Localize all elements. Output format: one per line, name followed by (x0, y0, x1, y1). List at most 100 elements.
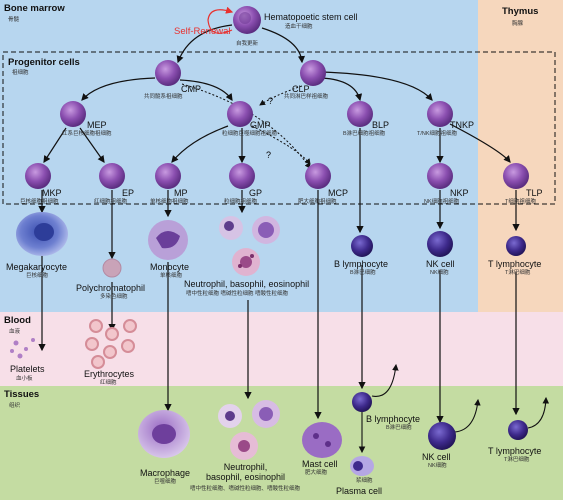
cmp-zh: 共同髓系祖细胞 (144, 94, 183, 100)
question-mark-2: ? (266, 150, 271, 160)
t-lymphocyte-thymus-label: T lymphocyte (488, 259, 542, 269)
mp-zh: 单核细胞祖细胞 (150, 199, 189, 205)
monocyte-label: Monocyte (150, 262, 190, 272)
megakaryocyte-label: Megakaryocyte (6, 262, 68, 272)
hsc-zh: 造血干细胞 (285, 24, 313, 30)
polychromatophil-cell (102, 258, 122, 278)
platelet-marks (10, 338, 35, 359)
nk-cell-bm-label: NK cell (426, 259, 455, 269)
mcp-zh: 肥大细胞祖细胞 (298, 199, 337, 205)
mcp-cell (305, 163, 331, 189)
tnkp-label: TNKP (450, 120, 475, 130)
megakaryocyte-zh: 巨核细胞 (26, 273, 49, 279)
blp-cell (347, 101, 373, 127)
granulocytes-bm-label: Neutrophil, basophil, eosinophil (184, 279, 310, 289)
cmp-cell (155, 60, 181, 86)
mkp-zh: 巨核细胞祖细胞 (20, 199, 59, 205)
gmp-label: GMP (250, 120, 271, 130)
bone-marrow-title-zh: 骨髓 (8, 17, 20, 23)
monocyte-zh: 单核细胞 (160, 273, 183, 279)
b-lymphocyte-tissue-zh: B淋巴细胞 (386, 425, 412, 431)
erythrocytes-label: Erythrocytes (84, 369, 135, 379)
hsc-cell (233, 6, 261, 34)
polychromatophil-label: Polychromatophil (76, 283, 146, 293)
hsc-label: Hematopoetic stem cell (264, 12, 358, 22)
nkp-zh: NK细胞祖细胞 (424, 199, 460, 205)
t-lymphocyte-tissue-cell (508, 420, 528, 440)
thymus-title-zh: 胸腺 (512, 21, 524, 27)
progenitor-title: Progenitor cells (8, 57, 80, 68)
t-lymphocyte-tissue-label: T lymphocyte (488, 446, 542, 456)
tnkp-zh: T/NK细胞祖细胞 (417, 131, 458, 137)
mep-zh: 红系巨核细胞祖细胞 (62, 131, 112, 137)
mast-cell-label: Mast cell (302, 459, 338, 469)
granulocyte-cells-tissue (218, 400, 280, 460)
erythrocytes-zh: 红细胞 (100, 380, 117, 386)
granulocytes-bm-zh: 嗜中性粒细胞 嗜碱性粒细胞 嗜酸性粒细胞 (186, 291, 289, 297)
cmp-label: CMP (181, 84, 201, 94)
b-lymphocyte-bm-label: B lymphocyte (334, 259, 389, 269)
mep-label: MEP (87, 120, 107, 130)
b-lymphocyte-bm-zh: B淋巴细胞 (350, 270, 376, 276)
mast-cell-cell (302, 422, 342, 458)
clp-label: CLP (292, 84, 310, 94)
mkp-cell (25, 163, 51, 189)
ep-cell (99, 163, 125, 189)
t-lymphocyte-thymus-zh: T淋巴细胞 (505, 270, 531, 276)
b-lymphocyte-tissue-cell (352, 392, 372, 412)
tissues-region (0, 386, 563, 500)
b-lymphocyte-bm-cell (351, 235, 373, 257)
macrophage-zh: 巨噬细胞 (154, 479, 177, 485)
bone-marrow-title: Bone marrow (4, 3, 65, 14)
t-lymphocyte-thymus-cell (506, 236, 526, 256)
blood-title-zh: 血液 (9, 329, 21, 335)
mep-cell (60, 101, 86, 127)
nk-cell-bm-zh: NK细胞 (430, 270, 449, 276)
clp-zh: 共同淋巴样祖细胞 (284, 94, 329, 100)
plasma-cell-label: Plasma cell (336, 486, 383, 496)
tnkp-cell (427, 101, 453, 127)
granulocytes-tissue-label: Neutrophil, basophil, eosinophil (206, 462, 286, 482)
blp-label: BLP (372, 120, 390, 130)
mp-cell (155, 163, 181, 189)
macrophage-label: Macrophage (140, 468, 191, 478)
platelets-zh: 血小板 (16, 376, 33, 382)
nkp-label: NKP (450, 188, 469, 198)
tlp-label: TLP (526, 188, 543, 198)
thymus-title: Thymus (502, 6, 539, 17)
t-lymphocyte-tissue-zh: T淋巴细胞 (504, 457, 530, 463)
nk-cell-tissue-label: NK cell (422, 452, 451, 462)
clp-cell (300, 60, 326, 86)
tlp-zh: T细胞祖细胞 (505, 199, 536, 205)
tissues-title: Tissues (4, 389, 40, 400)
plasma-cell-zh: 浆细胞 (356, 478, 373, 484)
granulocytes-tissue-zh: 嗜中性粒细胞、嗜碱性粒细胞、嗜酸性粒细胞 (190, 486, 301, 492)
gp-zh: 粒细胞祖细胞 (224, 199, 258, 205)
mast-cell-zh: 肥大细胞 (305, 470, 328, 476)
self-renewal-label: Self-Renewal (174, 26, 231, 37)
ep-zh: 红细胞祖细胞 (94, 199, 128, 205)
progenitor-title-zh: 祖细胞 (12, 70, 29, 76)
blood-title: Blood (4, 315, 31, 326)
gmp-zh: 粒细胞巨噬细胞祖细胞 (222, 131, 278, 137)
plasma-cell-cell (350, 456, 374, 476)
granulocyte-cells-bm (219, 216, 280, 276)
self-renewal-zh: 自我更新 (236, 41, 259, 47)
monocyte-cell (148, 220, 188, 260)
macrophage-cell (138, 410, 190, 458)
tissues-title-zh: 组织 (9, 403, 21, 409)
nkp-cell (427, 163, 453, 189)
gmp-cell (227, 101, 253, 127)
gp-cell (229, 163, 255, 189)
nk-cell-tissue-cell (428, 422, 456, 450)
erythrocyte-marks (85, 319, 137, 369)
polychromatophil-zh: 多染色细胞 (100, 294, 128, 300)
platelets-label: Platelets (10, 364, 45, 374)
megakaryocyte-cell (16, 212, 68, 256)
tlp-cell (503, 163, 529, 189)
mp-label: MP (174, 188, 188, 198)
progenitor-box (2, 51, 556, 205)
b-lymphocyte-tissue-label: B lymphocyte (366, 414, 421, 424)
ep-label: EP (122, 188, 135, 198)
